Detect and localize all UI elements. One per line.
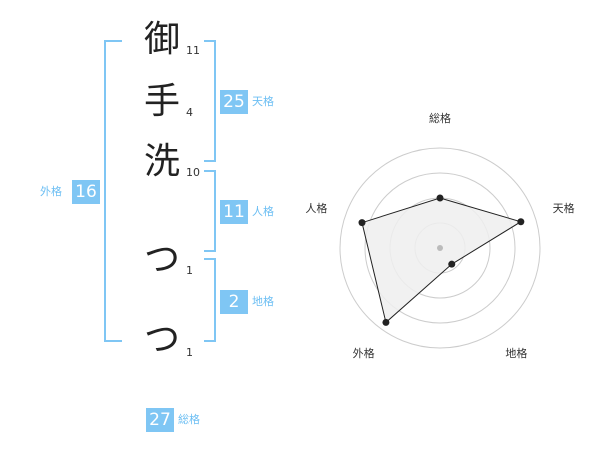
radar-axis-label: 人格: [305, 201, 327, 215]
radar-point-2: [517, 218, 525, 226]
tenkaku-label: 天格: [252, 95, 274, 108]
name-char-5: つ: [143, 319, 180, 360]
jinkaku-label: 人格: [252, 205, 274, 218]
gaikaku-value: 16: [72, 180, 100, 204]
radar-area: [361, 197, 523, 324]
radar-center-dot: [437, 245, 443, 251]
radar-axis-label: 総格: [429, 111, 451, 125]
radar-grid: [339, 147, 541, 349]
stroke-count-4: 1: [186, 264, 193, 277]
stroke-count-5: 1: [186, 346, 193, 359]
radar-axis-label: 天格: [553, 201, 575, 215]
radar-points: [358, 194, 525, 326]
chikaku-label: 地格: [252, 295, 274, 308]
radar-point-4: [382, 318, 390, 326]
chikaku-bracket: [204, 258, 216, 342]
radar-point-1: [436, 194, 444, 202]
radar-axis-label: 地格: [505, 346, 527, 360]
radar-ring: [339, 147, 541, 349]
soukaku-value: 27: [146, 408, 174, 432]
jinkaku-value: 11: [220, 200, 248, 224]
radar-axis-label: 外格: [353, 346, 375, 360]
stroke-count-1: 11: [186, 44, 200, 57]
chikaku-value: 2: [220, 290, 248, 314]
name-char-2: 手: [143, 81, 180, 122]
gaikaku-bracket: [104, 40, 122, 342]
radar-point-3: [448, 260, 456, 268]
stroke-count-3: 10: [186, 166, 200, 179]
gaikaku-label: 外格: [40, 185, 62, 198]
tenkaku-bracket: [204, 40, 216, 162]
tenkaku-value: 25: [220, 90, 248, 114]
soukaku-label: 総格: [178, 413, 200, 426]
stroke-count-2: 4: [186, 106, 193, 119]
name-char-4: つ: [143, 239, 180, 280]
jinkaku-bracket: [204, 170, 216, 252]
name-char-1: 御: [143, 19, 180, 60]
radar-point-5: [358, 219, 366, 227]
radar-ring: [364, 172, 516, 324]
name-char-3: 洗: [143, 141, 180, 182]
